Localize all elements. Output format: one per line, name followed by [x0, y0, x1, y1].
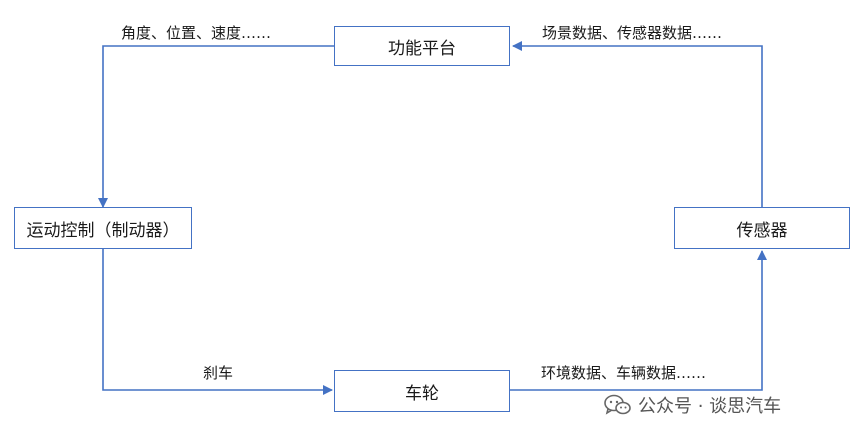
sensor-node-label: 传感器 — [736, 220, 788, 241]
sensor-node: 传感器 — [674, 207, 850, 249]
edge-label-sensor-to-platform: 场景数据、传感器数据…… — [542, 24, 723, 42]
wheel-node-label: 车轮 — [405, 383, 439, 404]
platform-node: 功能平台 — [334, 26, 510, 66]
wheel-node: 车轮 — [334, 370, 510, 412]
platform-node-label: 功能平台 — [388, 38, 456, 59]
edge-label-platform-to-motion: 角度、位置、速度…… — [121, 24, 272, 42]
watermark: 公众号 · 谈思汽车 — [604, 392, 781, 418]
watermark-text: 公众号 · 谈思汽车 — [638, 396, 782, 417]
arrow-sensor-to-platform — [512, 41, 763, 207]
arrow-motion-to-wheel — [102, 249, 333, 395]
edge-label-wheel-to-sensor: 环境数据、车辆数据…… — [541, 364, 707, 382]
wechat-icon — [604, 394, 631, 415]
arrow-wheel-to-sensor — [510, 250, 767, 391]
motion-control-node-label: 运动控制（制动器） — [26, 220, 180, 241]
arrow-platform-to-motion — [98, 45, 334, 208]
edge-label-motion-to-wheel: 刹车 — [203, 364, 234, 382]
motion-control-node: 运动控制（制动器） — [14, 207, 192, 249]
